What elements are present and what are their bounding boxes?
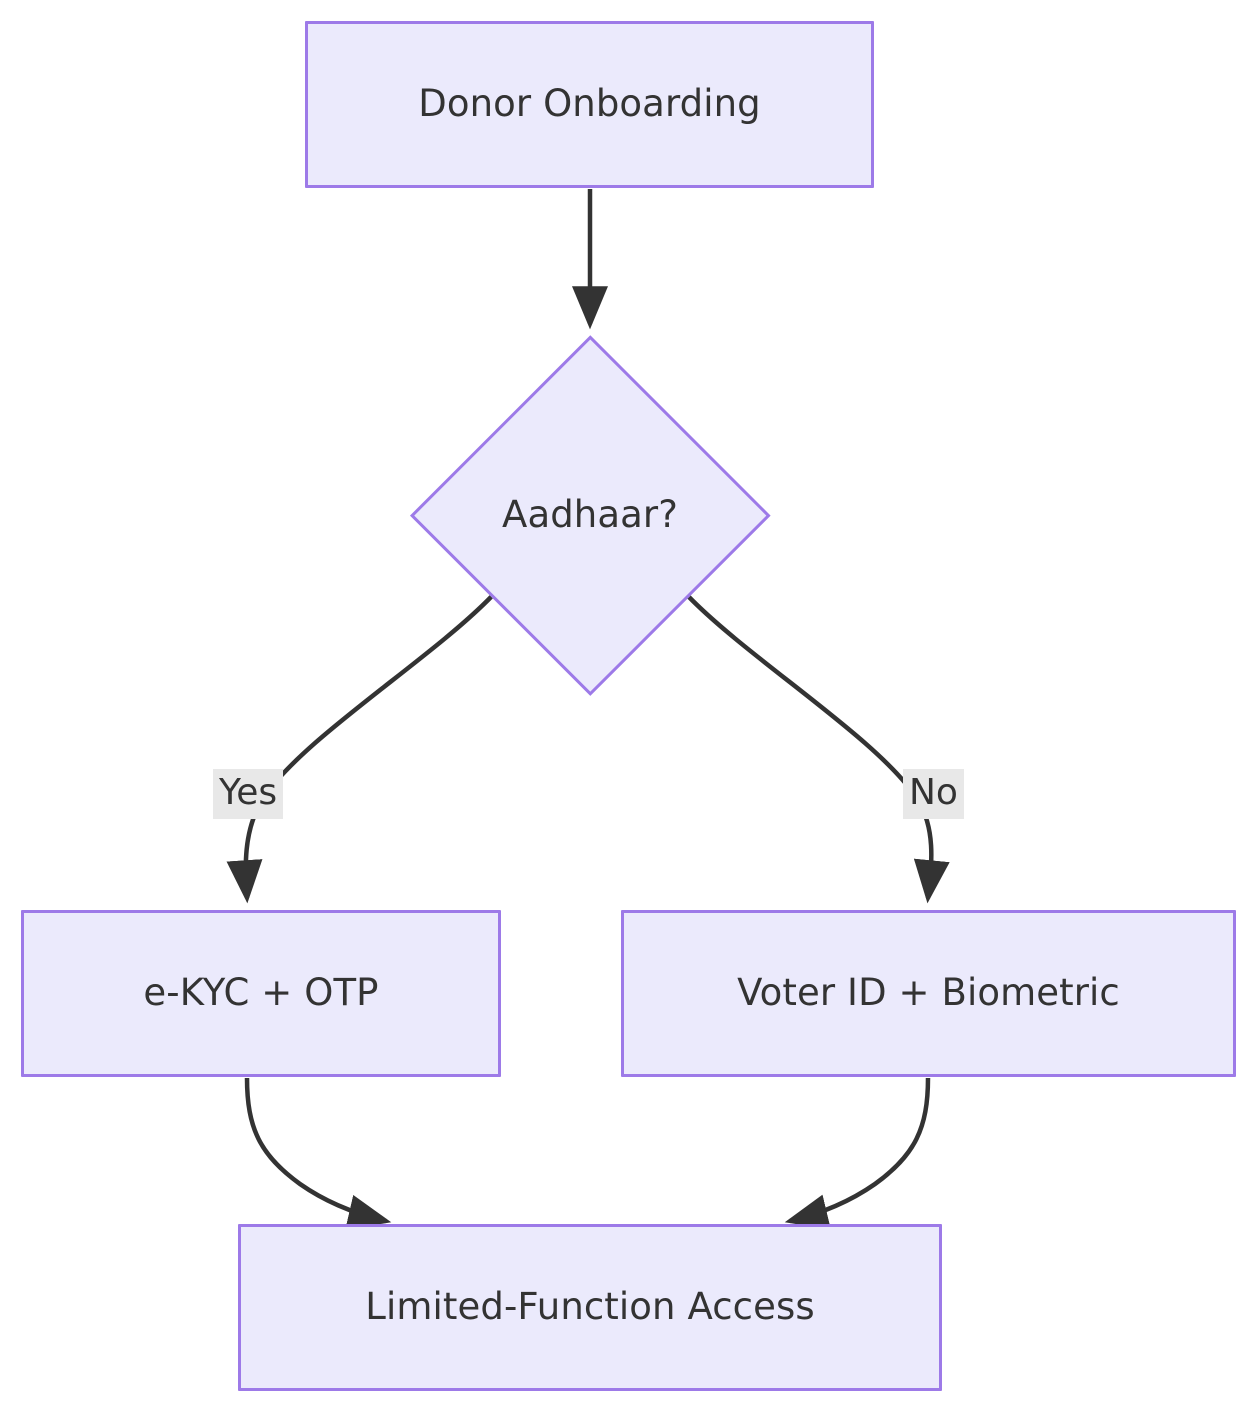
edge-ekyc-to-limited [244, 1077, 392, 1231]
node-ekyc-otp[interactable]: e-KYC + OTP [21, 910, 501, 1077]
node-aadhaar-decision[interactable]: Aadhaar? [409, 334, 771, 696]
node-label-voter-id-biometric: Voter ID + Biometric [737, 971, 1120, 1015]
decision-text-wrap: Aadhaar? [410, 335, 770, 695]
node-label-donor-onboarding: Donor Onboarding [418, 82, 761, 126]
node-donor-onboarding[interactable]: Donor Onboarding [305, 21, 874, 188]
edge-label-no: No [903, 769, 964, 819]
node-label-ekyc-otp: e-KYC + OTP [143, 971, 379, 1015]
node-label-aadhaar: Aadhaar? [502, 492, 678, 536]
edge-voterid-to-limited [784, 1077, 931, 1230]
node-label-limited-function-access: Limited-Function Access [365, 1285, 815, 1329]
edge-label-yes: Yes [213, 769, 284, 819]
node-voter-id-biometric[interactable]: Voter ID + Biometric [621, 910, 1236, 1077]
node-limited-function-access[interactable]: Limited-Function Access [238, 1224, 942, 1391]
